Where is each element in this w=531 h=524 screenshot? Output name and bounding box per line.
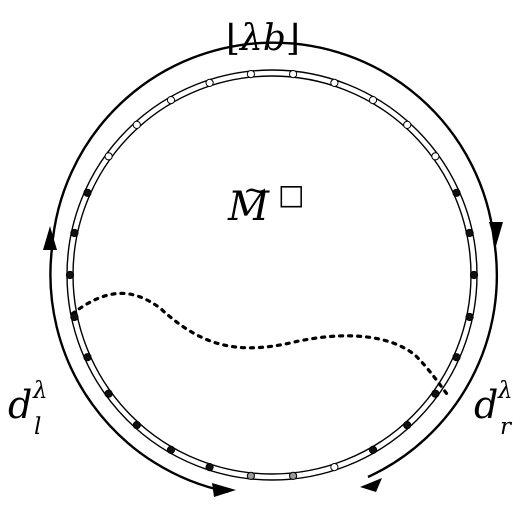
filled-ring-marker <box>65 270 75 280</box>
left-label-sub: l <box>34 414 41 440</box>
filled-ring-marker <box>104 389 113 398</box>
top-floor-close: ⌋ <box>286 18 300 59</box>
open-ring-marker <box>132 120 141 130</box>
filled-ring-marker <box>368 445 378 454</box>
center-tilde: ~ <box>243 173 268 208</box>
top-b: b <box>263 18 286 59</box>
center-box: □ <box>278 178 304 211</box>
left-label-sup: λ <box>32 378 48 404</box>
open-ring-marker <box>104 152 113 161</box>
center-label-M: M <box>227 184 270 230</box>
arrowhead-left <box>43 226 57 250</box>
arrowhead-right <box>489 222 503 246</box>
filled-ring-marker <box>469 270 479 280</box>
open-marker-group <box>104 70 440 472</box>
open-ring-marker <box>368 96 378 105</box>
filled-ring-marker <box>465 228 474 238</box>
filled-ring-marker <box>70 312 79 322</box>
grey-ring-marker <box>246 471 255 480</box>
right-label-sub: r <box>500 414 513 440</box>
filled-ring-marker <box>452 353 461 362</box>
open-ring-marker <box>246 70 255 79</box>
open-ring-marker <box>431 152 440 161</box>
open-ring-marker <box>205 78 214 88</box>
filled-ring-marker <box>403 421 412 430</box>
open-ring-marker <box>330 78 339 88</box>
filled-ring-marker <box>83 353 92 362</box>
filled-ring-marker <box>83 188 92 197</box>
right-label-sup: λ <box>497 378 513 404</box>
open-ring-marker <box>403 120 412 130</box>
grey-ring-marker <box>289 471 298 480</box>
arrowhead-bottom-right <box>360 478 382 492</box>
inner-ring-inner <box>72 75 472 475</box>
open-ring-marker <box>166 96 176 105</box>
right-label-d: d <box>474 383 498 427</box>
filled-ring-marker <box>132 421 141 430</box>
right-arc <box>367 239 499 479</box>
top-lambda: λ <box>238 18 263 59</box>
filled-ring-marker <box>431 389 440 398</box>
dotted-curve <box>70 291 452 400</box>
filled-ring-marker <box>452 188 461 197</box>
inner-ring-outer <box>66 69 478 481</box>
filled-ring-marker <box>166 445 176 454</box>
filled-marker-group <box>65 188 479 472</box>
open-ring-marker <box>330 463 339 472</box>
filled-ring-marker <box>465 312 474 322</box>
filled-ring-marker <box>70 228 79 238</box>
arrowhead-bottom-left <box>212 483 236 497</box>
grey-marker-group <box>246 471 298 480</box>
left-arc <box>49 247 229 494</box>
top-arc <box>50 41 496 249</box>
filled-ring-marker <box>205 463 214 472</box>
left-label-d: d <box>8 383 32 427</box>
open-ring-marker <box>289 70 298 79</box>
top-label: ⌊λb⌋ <box>226 18 300 59</box>
top-floor-open: ⌊ <box>226 18 240 59</box>
